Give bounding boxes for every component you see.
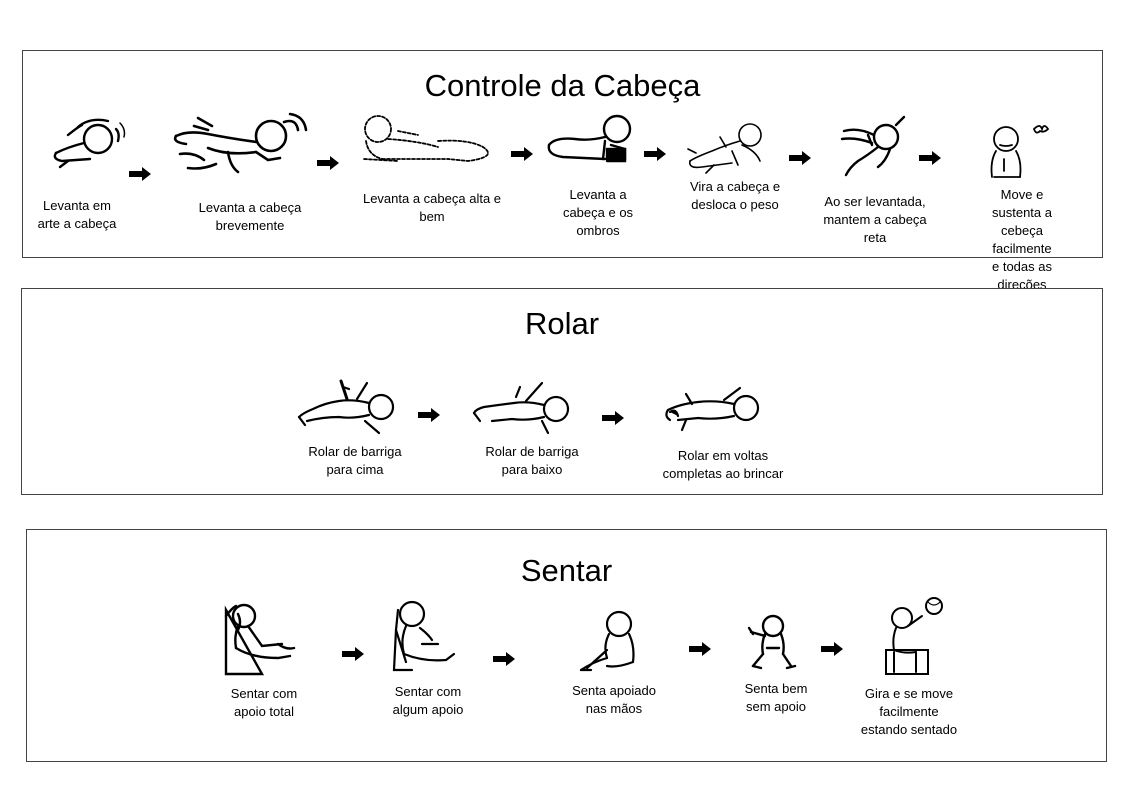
stage-caption-3: Levanta a cabeça alta e bem (362, 191, 502, 224)
stage-caption-1: Levanta em arte a cabeça (37, 198, 117, 231)
stage-caption-6: Ao ser levantada, mantem a cabeça reta (823, 194, 927, 245)
sit-panel: Sentar Sentar com apoio total Sentar com… (26, 529, 1107, 762)
arrow-icon (789, 151, 811, 165)
prone-brief-head-lift-icon (173, 112, 308, 174)
arrow-icon (602, 411, 624, 425)
head-control-panel: Controle da Cabeça Levanta em arte a cab… (22, 50, 1103, 292)
head-control-title: Controle da Cabeça (424, 68, 701, 103)
sit-turn-move-icon (885, 597, 943, 675)
sit-full-support-icon (224, 603, 296, 676)
prone-lift-head-icon (53, 118, 126, 169)
stage-caption-5: Vira a cabeça e desloca o peso (689, 179, 781, 212)
arrow-icon (342, 647, 364, 661)
roll-panel: Rolar Rolar de barriga para cima Rolar d… (21, 288, 1103, 495)
arrow-icon (644, 147, 666, 161)
sit-some-support-icon (392, 600, 456, 672)
roll-to-belly-icon (472, 381, 570, 435)
stage-caption-7: Move e sustenta a cebeça facilmente e to… (992, 187, 1052, 292)
prone-head-high-icon (363, 115, 489, 162)
sit-caption-2: Sentar com algum apoio (392, 684, 464, 717)
arrow-icon (418, 408, 440, 422)
stage-caption-2: Levanta a cabeça brevemente (198, 200, 302, 233)
turn-head-shift-weight-icon (687, 123, 762, 174)
sit-caption-1: Sentar com apoio total (230, 686, 298, 719)
arrow-icon (129, 167, 151, 181)
arrow-icon (689, 642, 711, 656)
roll-full-turns-icon (665, 386, 760, 432)
sit-caption-3: Senta apoiado nas mãos (572, 683, 656, 716)
sit-no-support-icon (747, 614, 797, 670)
arrow-icon (493, 652, 515, 666)
sit-title: Sentar (520, 553, 613, 588)
sit-hands-support-icon (579, 610, 635, 672)
arrow-icon (919, 151, 941, 165)
stage-caption-4: Levanta a cabeça e os ombros (562, 187, 634, 238)
sit-caption-4: Senta bem sem apoio (744, 681, 808, 714)
arrow-icon (821, 642, 843, 656)
lifted-head-straight-icon (840, 115, 906, 177)
prone-head-shoulders-icon (547, 114, 632, 163)
roll-caption-2: Rolar de barriga para baixo (485, 444, 579, 477)
roll-to-back-icon (297, 379, 395, 435)
head-free-movement-icon (990, 125, 1050, 178)
roll-caption-3: Rolar em voltas completas ao brincar (662, 448, 784, 481)
arrow-icon (511, 147, 533, 161)
arrow-icon (317, 156, 339, 170)
roll-caption-1: Rolar de barriga para cima (308, 444, 402, 477)
roll-title: Rolar (524, 306, 600, 341)
sit-caption-5: Gira e se move facilmente estando sentad… (860, 686, 958, 737)
